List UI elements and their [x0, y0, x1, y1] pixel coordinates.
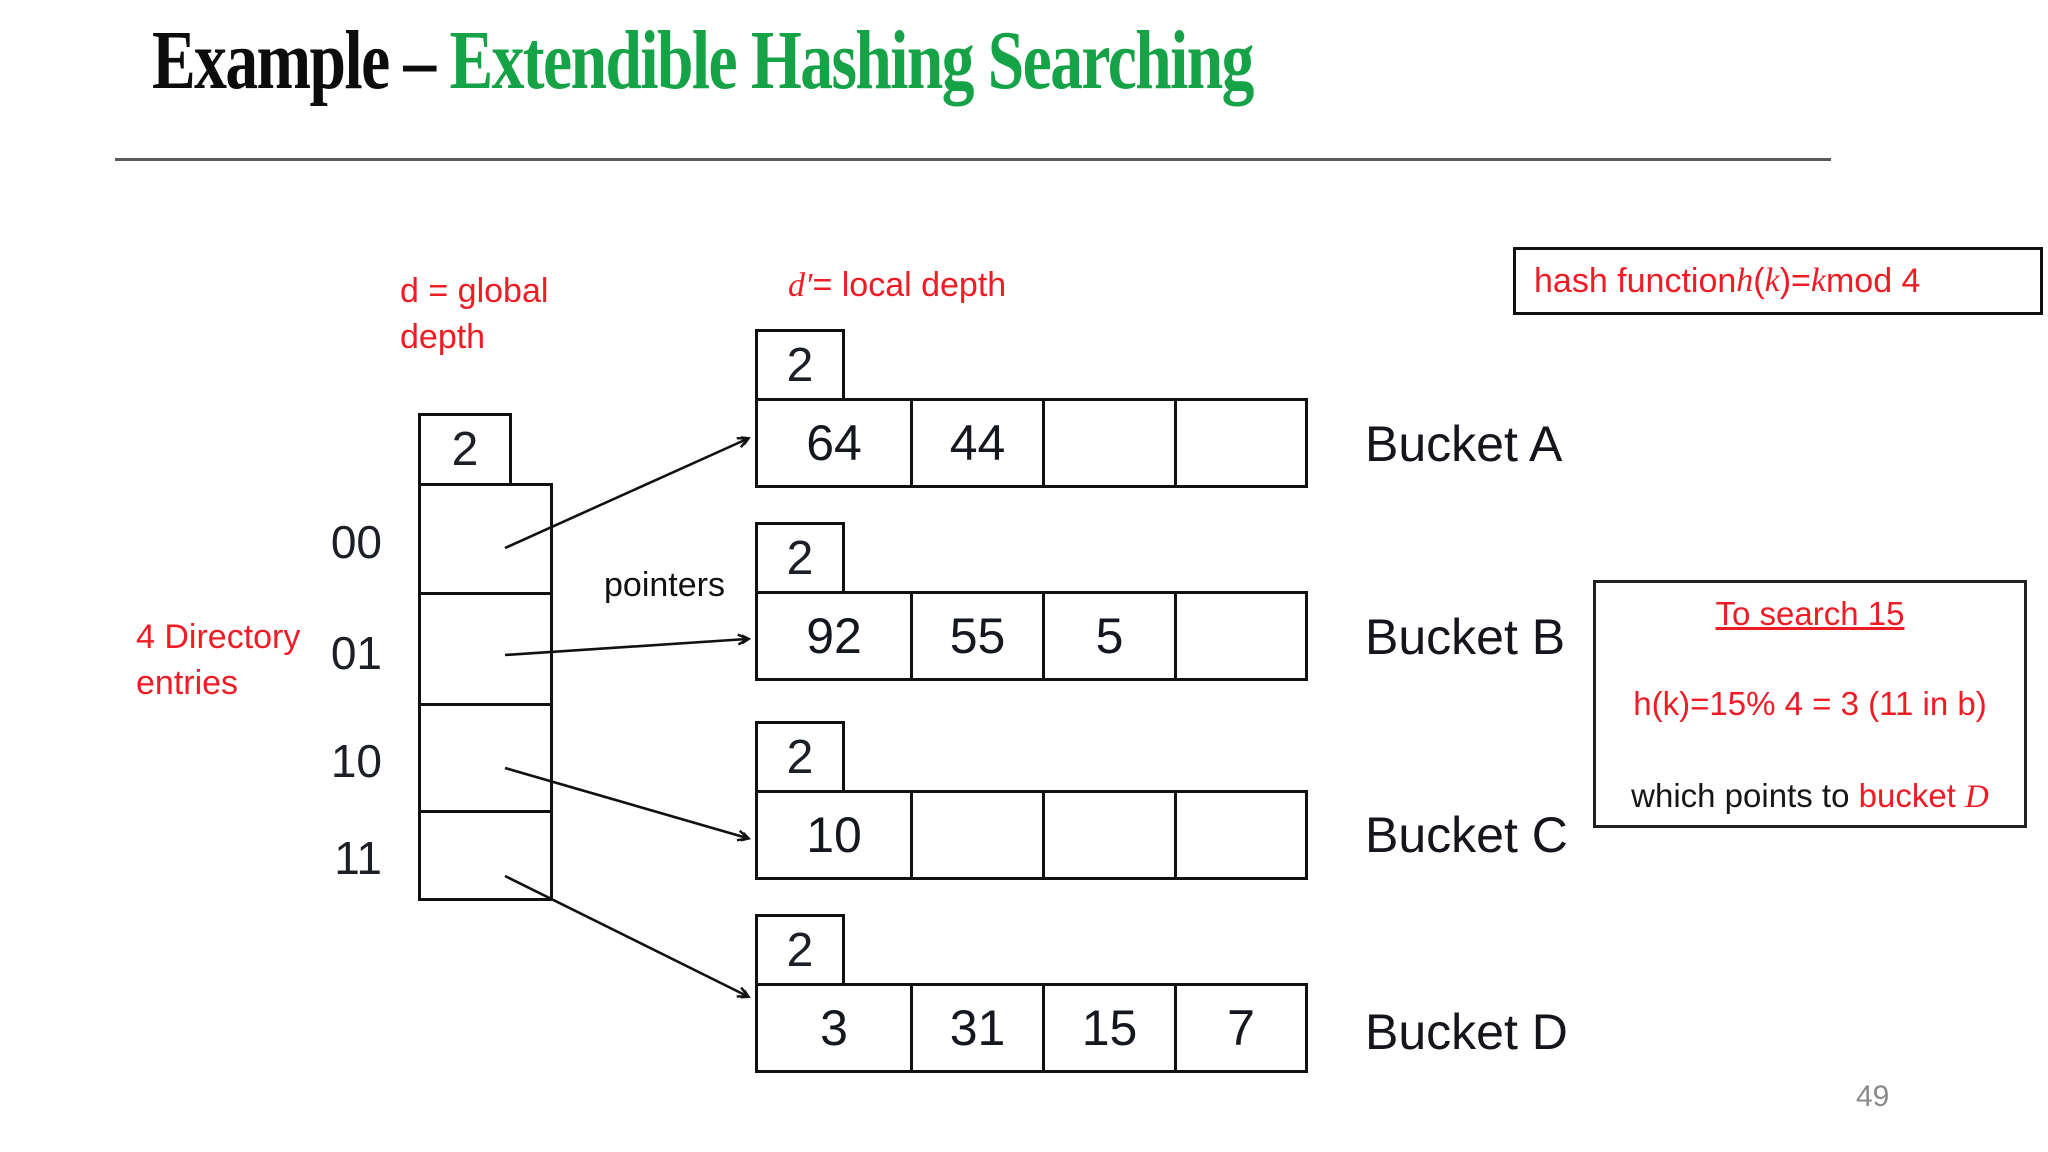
- directory-entries-line1: 4 Directory: [136, 618, 301, 656]
- search-box-formula: h(k)=15% 4 = 3 (11 in b): [1633, 685, 1987, 722]
- directory-global-depth-value: 2: [451, 423, 479, 476]
- bucket-b-row: 92 55 5: [755, 591, 1308, 681]
- bucket-c-row: 10: [755, 790, 1308, 880]
- bucket-a-slot-2: 44: [910, 398, 1045, 488]
- bucket-d-slot-1: 3: [755, 983, 913, 1073]
- bucket-d-slot-2: 31: [910, 983, 1045, 1073]
- hash-fn-mod: mod 4: [1825, 261, 1921, 300]
- bucket-d-slot-4: 7: [1174, 983, 1308, 1073]
- bucket-a-slot-1: 64: [755, 398, 913, 488]
- bucket-c-local-depth-value: 2: [786, 730, 814, 784]
- bucket-c-slot-4: [1174, 790, 1308, 880]
- bucket-c-slot-2: [910, 790, 1045, 880]
- page-title: Example – Extendible Hashing Searching: [152, 12, 1254, 109]
- local-depth-text: = local depth: [812, 266, 1007, 304]
- bucket-b-slot-1: 92: [755, 591, 913, 681]
- bucket-a-label: Bucket A: [1365, 416, 1563, 472]
- bucket-b-local-depth-box: 2: [755, 522, 845, 594]
- search-explanation-box: To search 15 h(k)=15% 4 = 3 (11 in b) wh…: [1593, 580, 2027, 828]
- directory-cell-01: [418, 592, 553, 706]
- pointers-label: pointers: [604, 566, 725, 604]
- bucket-c-slot-1: 10: [755, 790, 913, 880]
- search-box-conclusion-red: bucket: [1858, 777, 1966, 814]
- bucket-a-slot-4: [1174, 398, 1308, 488]
- local-depth-d-symbol: d′: [788, 267, 813, 304]
- bucket-b-slot-4: [1174, 591, 1308, 681]
- global-depth-line1: d = global: [400, 272, 549, 310]
- bucket-d-local-depth-value: 2: [786, 923, 814, 977]
- bucket-a-local-depth-box: 2: [755, 329, 845, 401]
- title-underline: [115, 158, 1831, 161]
- bucket-d-local-depth-box: 2: [755, 914, 845, 986]
- directory-cell-00: [418, 483, 553, 595]
- bucket-b-slot-3: 5: [1042, 591, 1177, 681]
- bucket-b-local-depth-value: 2: [786, 531, 814, 585]
- directory-global-depth-box: 2: [418, 413, 512, 486]
- hash-fn-text: hash function: [1534, 261, 1737, 300]
- directory-cell-11: [418, 810, 553, 901]
- bucket-c-local-depth-box: 2: [755, 721, 845, 793]
- directory-cell-10: [418, 703, 553, 813]
- bucket-a-row: 64 44: [755, 398, 1308, 488]
- directory-entry-label-01: 01: [330, 627, 382, 679]
- local-depth-label: d′= local depth: [788, 262, 1006, 309]
- page-number: 49: [1856, 1080, 1890, 1113]
- bucket-b-label: Bucket B: [1365, 609, 1566, 665]
- search-box-conclusion: which points to bucket D: [1596, 777, 2024, 816]
- bucket-a-slot-3: [1042, 398, 1177, 488]
- directory-entries-line2: entries: [136, 664, 239, 702]
- bucket-c-slot-3: [1042, 790, 1177, 880]
- hash-fn-paren: (: [1753, 261, 1765, 300]
- bucket-a-local-depth-value: 2: [786, 338, 814, 392]
- global-depth-label: d = global depth: [400, 268, 548, 360]
- bucket-d-row: 3 31 15 7: [755, 983, 1308, 1073]
- hash-fn-k1: k: [1764, 262, 1780, 299]
- search-box-title: To search 15: [1715, 595, 1905, 632]
- search-box-conclusion-bucket-letter: D: [1965, 779, 1989, 815]
- directory-entry-label-10: 10: [330, 735, 382, 787]
- hash-fn-eq: )=: [1779, 261, 1811, 300]
- title-black-part: Example –: [152, 14, 450, 107]
- bucket-b-slot-2: 55: [910, 591, 1045, 681]
- bucket-d-label: Bucket D: [1365, 1004, 1568, 1060]
- directory-entries-label: 4 Directory entries: [136, 614, 300, 706]
- title-green-part: Extendible Hashing Searching: [449, 14, 1254, 107]
- bucket-d-slot-3: 15: [1042, 983, 1177, 1073]
- global-depth-line2: depth: [400, 318, 486, 356]
- directory-entry-label-11: 11: [334, 832, 382, 884]
- bucket-c-label: Bucket C: [1365, 807, 1568, 863]
- directory-column: [418, 483, 553, 901]
- search-box-conclusion-black: which points to: [1631, 777, 1859, 814]
- hash-fn-h: h: [1736, 262, 1754, 299]
- directory-entry-label-00: 00: [330, 516, 382, 568]
- hash-function-box: hash function h(k)=k mod 4: [1513, 247, 2043, 315]
- hash-fn-k2: k: [1810, 262, 1826, 299]
